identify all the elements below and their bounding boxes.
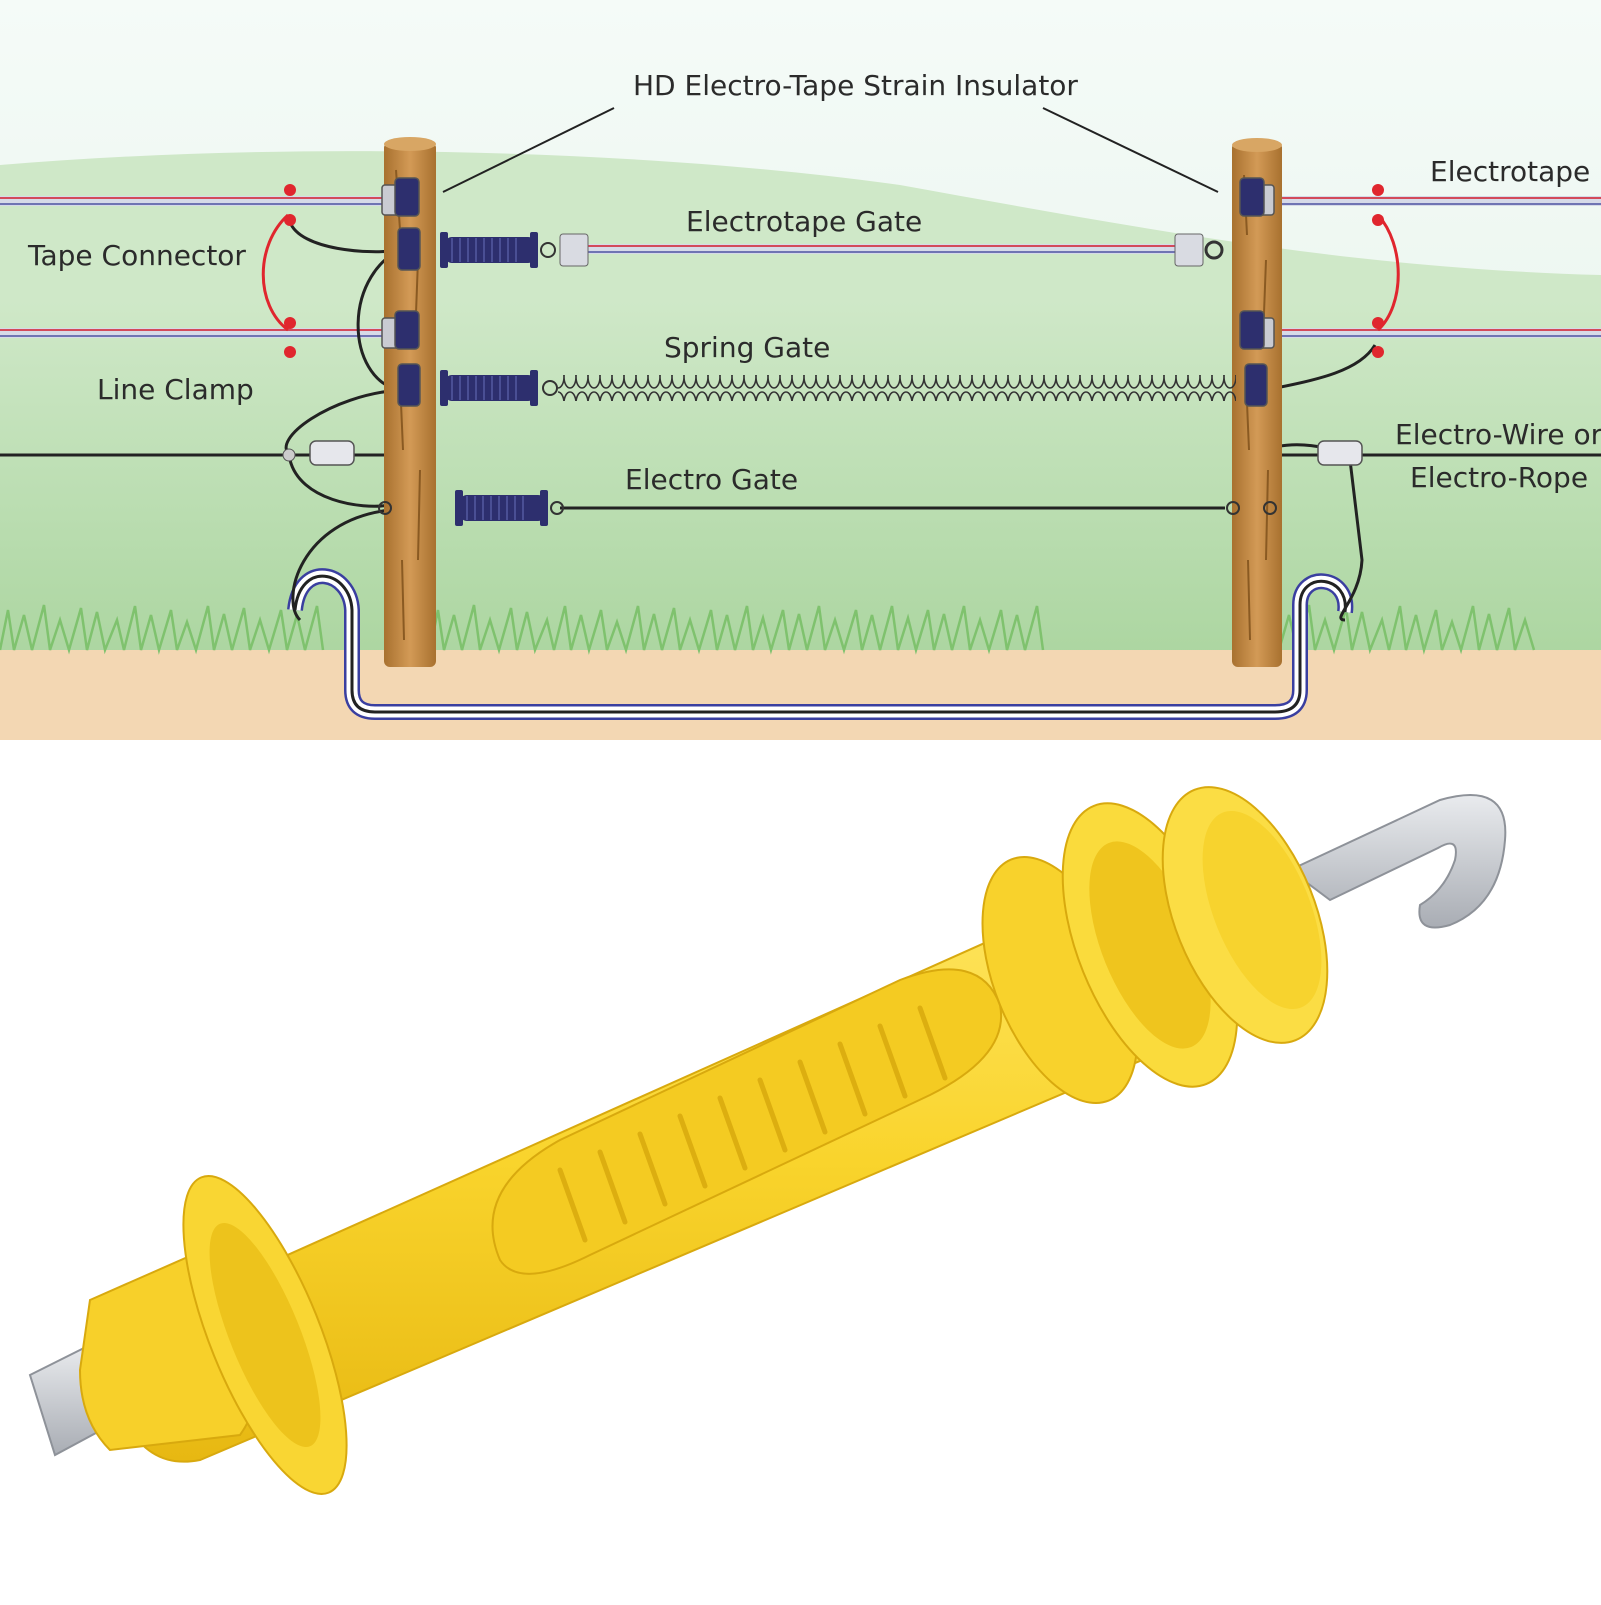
gate-handle-tape [440, 232, 589, 268]
label-electro-wire: Electro-Wire or [1395, 418, 1601, 451]
tape-connector-left [261, 184, 296, 358]
strain-insulators [381, 177, 1275, 407]
gate-handle-spring [440, 370, 558, 406]
label-leaders [442, 107, 1219, 193]
label-strain-insulator: HD Electro-Tape Strain Insulator [633, 69, 1078, 102]
label-electrotape: Electrotape [1430, 155, 1590, 188]
line-clamps [282, 440, 1363, 466]
gate-handle-wire [378, 490, 1277, 526]
diagram-background [0, 0, 1601, 741]
spring-coil [558, 375, 1236, 401]
label-electrotape-gate: Electrotape Gate [686, 205, 922, 238]
underground-cable [287, 568, 1354, 720]
label-line-clamp: Line Clamp [97, 373, 254, 406]
label-tape-connector: Tape Connector [27, 239, 246, 272]
label-electro-gate: Electro Gate [625, 463, 798, 496]
label-electro-rope: Electro-Rope [1410, 461, 1588, 494]
tape-gate-anchor [1174, 233, 1224, 267]
diagram-labels: HD Electro-Tape Strain Insulator Electro… [27, 69, 1601, 496]
label-spring-gate: Spring Gate [664, 331, 830, 364]
grass [0, 604, 1536, 655]
tape-connector-right [1372, 184, 1400, 358]
gate-handle-photo [28, 786, 1507, 1495]
electrotape-lines [0, 196, 1601, 338]
